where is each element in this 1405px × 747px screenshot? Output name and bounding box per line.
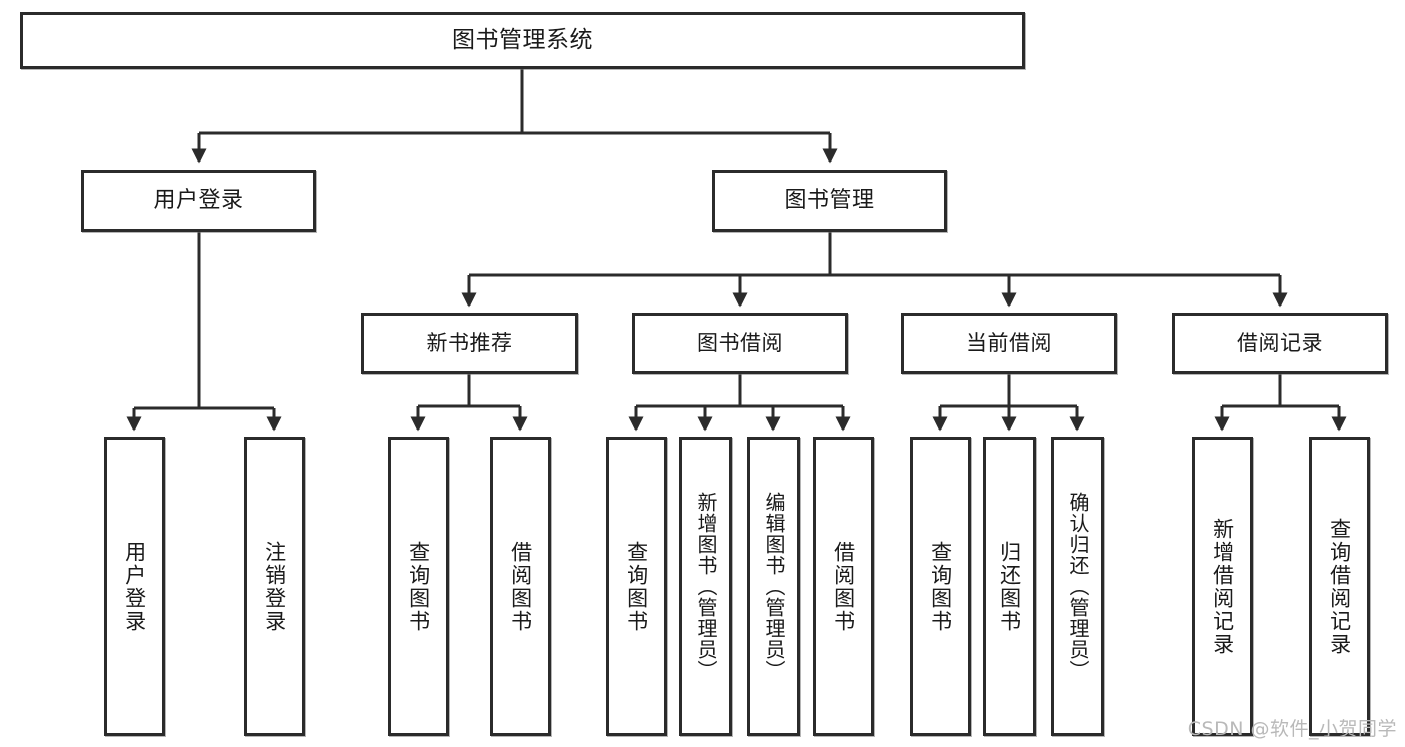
- node-new-book-recommend[interactable]: 新书推荐: [361, 313, 578, 374]
- node-root-label: 图书管理系统: [452, 26, 593, 53]
- node-leaf-query-book-2-label: 查询图书: [624, 540, 649, 633]
- node-leaf-query-record-label: 查询借阅记录: [1327, 517, 1352, 656]
- node-leaf-confirm-return-label: 确认归还（管理员）: [1066, 492, 1090, 681]
- node-leaf-user-login-label: 用户登录: [122, 540, 147, 633]
- node-new-book-recommend-label: 新书推荐: [426, 331, 513, 356]
- node-leaf-logout-label: 注销登录: [262, 540, 287, 633]
- node-leaf-add-book[interactable]: 新增图书（管理员）: [679, 437, 732, 736]
- node-borrow-record-label: 借阅记录: [1237, 331, 1323, 356]
- node-leaf-query-book-1[interactable]: 查询图书: [388, 437, 449, 736]
- node-borrow-record[interactable]: 借阅记录: [1172, 313, 1388, 374]
- node-leaf-add-book-label: 新增图书（管理员）: [694, 492, 718, 681]
- node-leaf-borrow-book-2-label: 借阅图书: [831, 540, 856, 633]
- node-leaf-query-book-3-label: 查询图书: [928, 540, 953, 633]
- node-leaf-add-record[interactable]: 新增借阅记录: [1192, 437, 1253, 736]
- node-leaf-query-record[interactable]: 查询借阅记录: [1309, 437, 1370, 736]
- node-leaf-query-book-1-label: 查询图书: [406, 540, 431, 633]
- node-leaf-query-book-3[interactable]: 查询图书: [910, 437, 971, 736]
- node-root[interactable]: 图书管理系统: [20, 12, 1025, 69]
- node-leaf-user-login[interactable]: 用户登录: [104, 437, 165, 736]
- node-leaf-edit-book[interactable]: 编辑图书（管理员）: [747, 437, 800, 736]
- node-leaf-query-book-2[interactable]: 查询图书: [606, 437, 667, 736]
- node-book-borrow-label: 图书借阅: [697, 331, 783, 356]
- node-current-borrow-label: 当前借阅: [966, 331, 1052, 356]
- node-leaf-return-book-label: 归还图书: [997, 540, 1022, 633]
- node-leaf-borrow-book-2[interactable]: 借阅图书: [813, 437, 874, 736]
- node-leaf-return-book[interactable]: 归还图书: [983, 437, 1036, 736]
- watermark: CSDN @软件_小贺同学: [1187, 718, 1397, 740]
- node-user-login-label: 用户登录: [153, 188, 244, 214]
- node-book-management[interactable]: 图书管理: [712, 170, 947, 232]
- node-user-login[interactable]: 用户登录: [81, 170, 316, 232]
- node-book-borrow[interactable]: 图书借阅: [632, 313, 848, 374]
- node-current-borrow[interactable]: 当前借阅: [901, 313, 1117, 374]
- node-leaf-logout[interactable]: 注销登录: [244, 437, 305, 736]
- node-leaf-edit-book-label: 编辑图书（管理员）: [762, 492, 786, 681]
- node-leaf-borrow-book-1-label: 借阅图书: [508, 540, 533, 633]
- node-leaf-confirm-return[interactable]: 确认归还（管理员）: [1051, 437, 1104, 736]
- node-leaf-borrow-book-1[interactable]: 借阅图书: [490, 437, 551, 736]
- node-leaf-add-record-label: 新增借阅记录: [1210, 517, 1235, 656]
- node-book-management-label: 图书管理: [784, 188, 875, 214]
